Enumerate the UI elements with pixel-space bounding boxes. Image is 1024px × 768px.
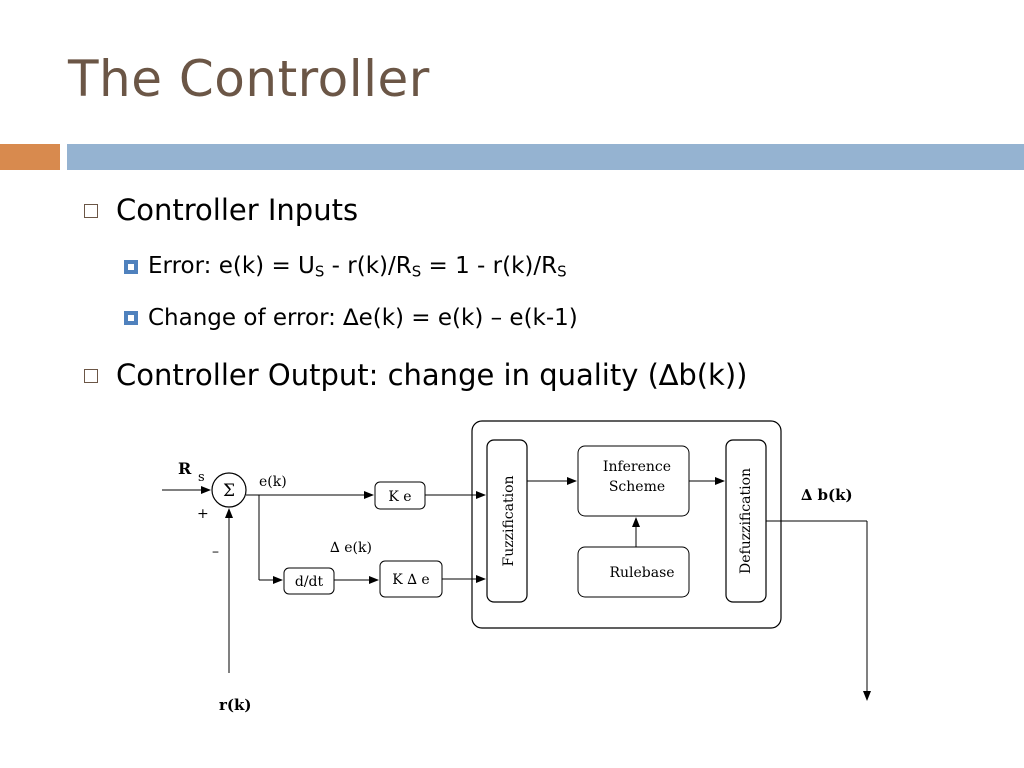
bullet-change-of-error: Change of error: ∆e(k) = e(k) – e(k-1) xyxy=(124,305,578,331)
fuzzification-block xyxy=(486,439,528,603)
rs-label: R xyxy=(178,459,192,478)
inference-line1: Inference xyxy=(603,459,671,475)
hollow-square-bullet-icon xyxy=(84,369,98,383)
minus-sign: – xyxy=(212,544,219,560)
rk-label: r(k) xyxy=(219,696,252,714)
controller-outer-box xyxy=(471,420,782,629)
sigma-symbol: Σ xyxy=(223,481,235,501)
rulebase-label: Rulebase xyxy=(609,565,674,581)
defuzzification-label: Defuzzification xyxy=(738,468,754,574)
plus-sign: + xyxy=(197,506,209,522)
bullet-text: Controller Inputs xyxy=(116,193,359,227)
inference-line2: Scheme xyxy=(609,479,665,495)
bullet-controller-output: Controller Output: change in quality (∆b… xyxy=(84,358,747,392)
output-label: ∆ b(k) xyxy=(801,486,853,504)
ddt-label: d/dt xyxy=(295,574,324,590)
ddt-block xyxy=(283,567,335,595)
rs-subscript: s xyxy=(198,470,205,485)
bullet-error: Error: e(k) = US - r(k)/RS = 1 - r(k)/RS xyxy=(124,253,567,281)
header-accent-orange xyxy=(0,144,60,170)
bullet-controller-inputs: Controller Inputs xyxy=(84,193,358,227)
error-formula: Error: e(k) = US - r(k)/RS = 1 - r(k)/RS xyxy=(148,253,567,281)
rulebase-block xyxy=(577,546,690,598)
slide-title: The Controller xyxy=(68,50,430,108)
hollow-square-bullet-icon xyxy=(84,204,98,218)
filled-square-bullet-icon xyxy=(124,311,138,325)
kde-label: K ∆ e xyxy=(392,572,429,588)
ke-label: K e xyxy=(388,489,411,505)
fuzzification-label: Fuzzification xyxy=(501,475,517,566)
delta-ek-label: ∆ e(k) xyxy=(330,540,372,556)
change-error-formula: Change of error: ∆e(k) = e(k) – e(k-1) xyxy=(148,305,578,331)
summing-junction xyxy=(211,472,247,508)
bullet-text: Controller Output: change in quality (∆b… xyxy=(116,358,748,392)
ek-label: e(k) xyxy=(259,474,287,490)
header-accent-blue xyxy=(67,144,1024,170)
filled-square-bullet-icon xyxy=(124,259,138,274)
